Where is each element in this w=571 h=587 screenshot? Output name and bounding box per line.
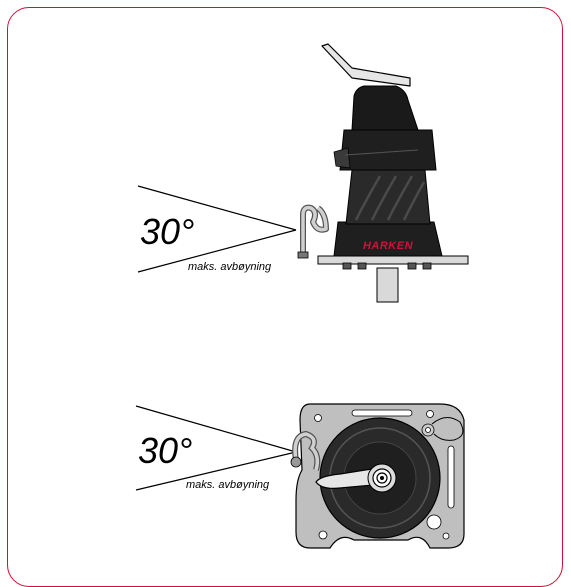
drum-ribs: [354, 175, 426, 221]
top-figure: HARKEN: [137, 43, 469, 303]
deflection-label-top: maks. avbøyning: [188, 261, 272, 273]
angle-line-lower-2: [135, 451, 297, 491]
base-bolts: [342, 262, 432, 270]
base-slot-top: [351, 409, 413, 417]
deflection-label-bottom: maks. avbøyning: [186, 479, 270, 491]
base-slot-right: [447, 445, 455, 509]
angle-line-upper-2: [135, 405, 297, 453]
self-tailer: [339, 129, 437, 171]
winch-handle: [321, 43, 411, 87]
angle-label-bottom: 30°: [138, 430, 193, 471]
bottom-figure: [135, 403, 465, 549]
base-plate: [317, 255, 469, 265]
angle-label-top: 30°: [140, 211, 195, 252]
angle-line-lower: [137, 229, 297, 273]
brand-label: HARKEN: [363, 240, 414, 252]
angle-line-upper: [137, 185, 297, 231]
winch-shaft: [376, 267, 399, 303]
winch-top-cap: [351, 85, 419, 131]
